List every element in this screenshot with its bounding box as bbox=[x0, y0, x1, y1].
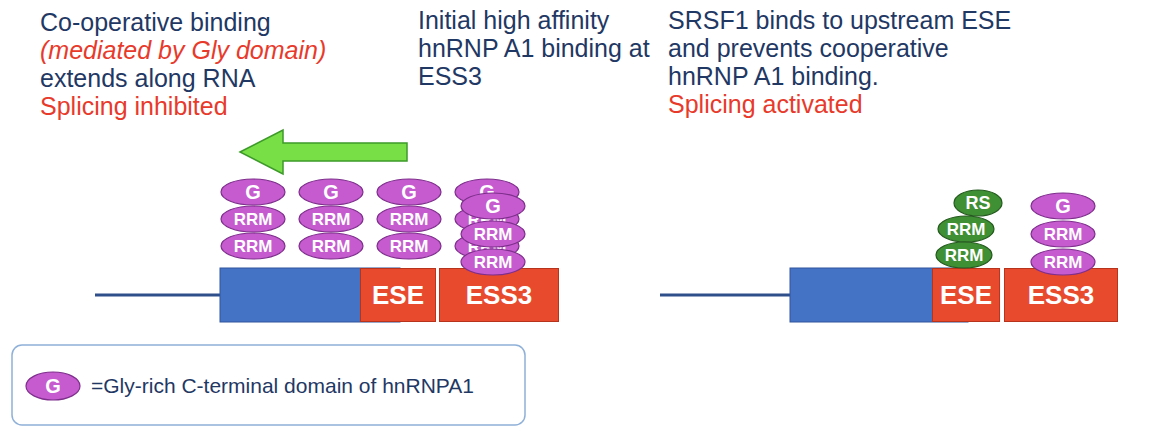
domain-label: G bbox=[401, 182, 417, 202]
protein-domain-ellipse: RRM bbox=[460, 220, 526, 248]
domain-shape bbox=[377, 233, 441, 259]
domain-label: RRM bbox=[312, 238, 351, 255]
protein-domain-ellipse: RRM bbox=[376, 205, 442, 233]
domain-shape bbox=[377, 179, 441, 205]
domain-label: RRM bbox=[474, 226, 513, 243]
domain-label: RRM bbox=[390, 211, 429, 228]
domain-shape bbox=[461, 193, 525, 219]
protein-domain-ellipse: G bbox=[1030, 192, 1096, 220]
domain-shape bbox=[1031, 249, 1095, 275]
domain-shape bbox=[954, 190, 1002, 216]
domain-label: RRM bbox=[474, 254, 513, 271]
protein-domain-ellipse: RRM bbox=[1030, 220, 1096, 248]
heading-text: (mediated by Gly domain) bbox=[40, 36, 326, 64]
protein-domain-ellipse: G bbox=[298, 178, 364, 206]
domain-label: G bbox=[485, 196, 501, 216]
protein-domain-ellipse: RRM bbox=[220, 205, 286, 233]
domain-label: G bbox=[1055, 196, 1071, 216]
protein-domain-ellipse: RRM bbox=[460, 248, 526, 276]
annotation-text: Initial high affinity hnRNP A1 binding a… bbox=[418, 6, 663, 90]
protein-domain-ellipse: G bbox=[460, 192, 526, 220]
domain-shape bbox=[299, 233, 363, 259]
element-shape bbox=[1005, 269, 1118, 322]
domain-label: RRM bbox=[390, 238, 429, 255]
domain-label: G bbox=[323, 182, 339, 202]
heading-text: Co-operative binding bbox=[40, 8, 271, 36]
domain-label: RRM bbox=[234, 211, 273, 228]
domain-label: ESE bbox=[940, 282, 992, 308]
domain-shape bbox=[1031, 193, 1095, 219]
legend-text: =Gly-rich C-terminal domain of hnRNPA1 bbox=[91, 374, 474, 398]
outcome-text: Splicing activated bbox=[668, 90, 863, 118]
domain-shape bbox=[1031, 221, 1095, 247]
domain-shape bbox=[221, 233, 285, 259]
sequence-element-box: ESE bbox=[932, 268, 1000, 322]
sequence-element-box: ESE bbox=[360, 268, 436, 322]
heading-text: extends along RNA bbox=[40, 64, 255, 92]
domain-label: ESE bbox=[372, 282, 424, 308]
protein-domain-ellipse: RRM bbox=[935, 241, 993, 269]
domain-shape bbox=[461, 221, 525, 247]
domain-label: RRM bbox=[312, 211, 351, 228]
domain-label: RRM bbox=[947, 221, 986, 238]
heading-text: SRSF1 binds to upstream ESE and prevents… bbox=[668, 6, 1020, 90]
element-shape bbox=[361, 269, 436, 322]
domain-label: ESS3 bbox=[466, 282, 533, 308]
domain-label: ESS3 bbox=[1028, 282, 1095, 308]
legend-frame bbox=[12, 345, 525, 425]
domain-label: RRM bbox=[1044, 226, 1083, 243]
rna-strand bbox=[95, 294, 222, 297]
protein-domain-ellipse: RRM bbox=[937, 215, 995, 243]
outcome-text: Splicing inhibited bbox=[40, 92, 228, 120]
domain-shape bbox=[461, 249, 525, 275]
protein-domain-ellipse: RRM bbox=[298, 205, 364, 233]
domain-label: RRM bbox=[945, 247, 984, 264]
domain-shape bbox=[221, 206, 285, 232]
protein-domain-ellipse: G bbox=[376, 178, 442, 206]
rna-strand bbox=[660, 294, 792, 297]
domain-shape bbox=[299, 179, 363, 205]
protein-domain-ellipse: RRM bbox=[220, 232, 286, 260]
domain-shape bbox=[377, 206, 441, 232]
protein-domain-ellipse: G bbox=[220, 178, 286, 206]
domain-shape bbox=[938, 216, 994, 242]
domain-label: RS bbox=[965, 194, 990, 212]
protein-domain-ellipse: RRM bbox=[1030, 248, 1096, 276]
domain-label: G bbox=[245, 182, 261, 202]
element-shape bbox=[440, 269, 559, 322]
protein-domain-ellipse: RS bbox=[953, 189, 1003, 217]
legend-symbol-label: G bbox=[45, 376, 61, 396]
sequence-element-box: ESS3 bbox=[1004, 268, 1118, 322]
sequence-element-box: ESS3 bbox=[439, 268, 559, 322]
cooperative-spread-arrow bbox=[240, 130, 407, 174]
domain-label: RRM bbox=[1044, 254, 1083, 271]
legend-swatch bbox=[26, 372, 80, 400]
domain-label: RRM bbox=[234, 238, 273, 255]
element-shape bbox=[932, 269, 999, 322]
protein-domain-ellipse: RRM bbox=[298, 232, 364, 260]
protein-domain-ellipse: RRM bbox=[376, 232, 442, 260]
domain-shape bbox=[299, 206, 363, 232]
legend-entry: =Gly-rich C-terminal domain of hnRNPA1 bbox=[25, 371, 474, 401]
domain-shape bbox=[221, 179, 285, 205]
domain-shape bbox=[936, 242, 992, 268]
